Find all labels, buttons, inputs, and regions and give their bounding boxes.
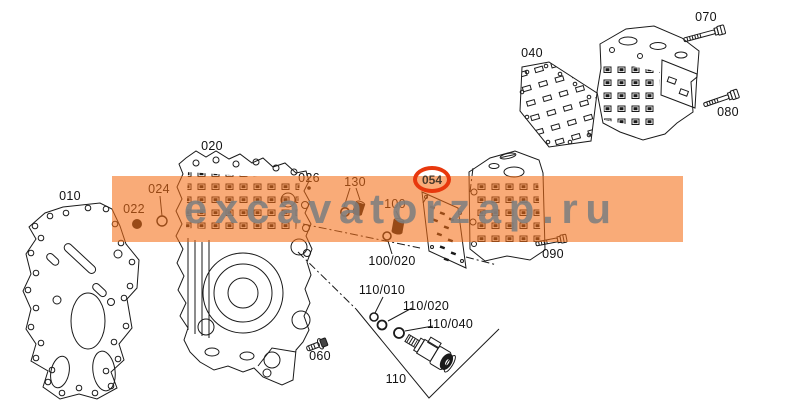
oring-110-040 [393, 327, 405, 339]
part-label-040[interactable]: 040 [521, 46, 543, 60]
part-070-bolt-drawing [683, 24, 727, 43]
part-054-highlight[interactable]: 054 [413, 166, 451, 193]
part-label-110-040[interactable]: 110/040 [426, 317, 474, 331]
part-label-010[interactable]: 010 [59, 189, 81, 203]
part-label-130[interactable]: 130 [344, 175, 366, 189]
valve-body-upper-drawing [596, 25, 700, 141]
part-label-110-010[interactable]: 110/010 [358, 283, 406, 297]
bracket-110 [355, 308, 500, 399]
part-label-110-020[interactable]: 110/020 [402, 299, 450, 313]
part-label-026[interactable]: 026 [298, 171, 320, 185]
part-label-024[interactable]: 024 [148, 182, 170, 196]
part-label-100-020[interactable]: 100/020 [368, 254, 416, 268]
oring-110-020 [376, 319, 388, 331]
part-110-solenoid-drawing [404, 333, 456, 373]
part-label-020[interactable]: 020 [201, 139, 223, 153]
part-label-054: 054 [421, 172, 443, 187]
part-080-bolt-drawing [703, 88, 740, 107]
part-label-090[interactable]: 090 [542, 247, 564, 261]
part-010-gasket-drawing [22, 202, 140, 400]
part-040-plate-drawing [499, 61, 598, 160]
part-label-110[interactable]: 110 [385, 372, 407, 386]
oring-110-010 [369, 312, 379, 322]
part-060-bolt-drawing [306, 337, 329, 352]
part-label-070[interactable]: 070 [695, 10, 717, 24]
part-label-060[interactable]: 060 [309, 349, 331, 363]
part-label-100[interactable]: 100 [384, 197, 406, 211]
part-label-080[interactable]: 080 [717, 105, 739, 119]
part-label-022[interactable]: 022 [123, 202, 145, 216]
